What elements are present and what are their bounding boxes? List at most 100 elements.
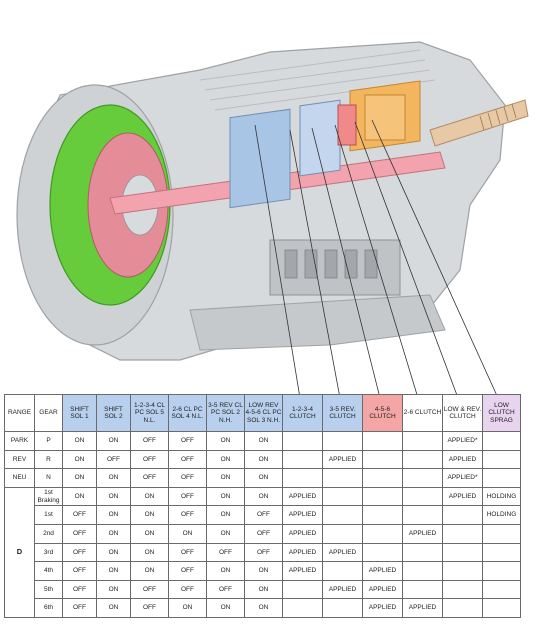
cell-low-rev-456-cl-pc-sol: ON [244,579,283,600]
cell-gear: 1st Braking [34,486,63,507]
case-ribs [199,49,436,111]
cell-1234-clutch: APPLIED [282,486,323,507]
cell-456-clutch [362,449,403,470]
cell-gear: P [34,431,63,451]
cell-range: PARK [4,431,35,451]
cell-1234-cl-pc-sol: ON [130,561,169,581]
cell-1234-cl-pc-sol: OFF [130,598,169,618]
cell-low-rev-456-cl-pc-sol: ON [244,468,283,488]
cell-shift-sol-2: ON [96,505,131,525]
cell-low-rev-456-cl-pc-sol: OFF [244,542,283,563]
cell-low-clutch-sprag [482,579,521,600]
cell-shift-sol-1: OFF [62,598,97,618]
cell-26-clutch: APPLIED [402,598,443,618]
cell-low-rev-clutch [442,579,483,600]
cell-35-rev-clutch [322,486,363,507]
cell-low-clutch-sprag [482,523,521,544]
cell-26-clutch [402,486,443,507]
cell-low-clutch-sprag [482,561,521,581]
cell-26-clutch [402,505,443,525]
cell-456-clutch [362,431,403,451]
cell-low-rev-clutch: APPLIED* [442,431,483,451]
cell-1234-clutch: APPLIED [282,542,323,563]
cell-456-clutch: APPLIED [362,598,403,618]
cell-35-rev-clutch [322,598,363,618]
cell-26-cl-pc-sol: OFF [168,486,207,507]
cell-low-clutch-sprag [482,542,521,563]
cell-1234-clutch: APPLIED [282,561,323,581]
cell-456-clutch [362,523,403,544]
cell-shift-sol-2: ON [96,486,131,507]
cell-low-clutch-sprag [482,468,521,488]
cell-1234-cl-pc-sol: ON [130,486,169,507]
cell-shift-sol-1: ON [62,468,97,488]
cell-low-rev-clutch: APPLIED [442,449,483,470]
cell-1234-clutch [282,449,323,470]
cell-gear: N [34,468,63,488]
cell-35-rev-cl-pc-sol: ON [206,561,245,581]
header-35-rev-cl-pc-sol: 3-5 REV CL PC SOL 2 N.H. [206,394,245,432]
cell-low-rev-clutch [442,598,483,618]
cell-gear: 3rd [34,542,63,563]
cell-456-clutch [362,486,403,507]
header-26-clutch: 2-6 CLUTCH [402,394,443,432]
cell-456-clutch [362,468,403,488]
cell-35-rev-clutch [322,523,363,544]
cell-shift-sol-1: ON [62,449,97,470]
cell-35-rev-cl-pc-sol: ON [206,505,245,525]
planetary-gearset-rear [364,94,406,141]
cell-shift-sol-1: OFF [62,505,97,525]
cell-gear: R [34,449,63,470]
clutch-application-chart: RANGE GEAR SHIFT SOL 1 SHIFT SOL 2 1-2-3… [4,394,521,618]
cell-35-rev-clutch: APPLIED [322,542,363,563]
cell-low-rev-456-cl-pc-sol: ON [244,561,283,581]
header-low-rev-clutch: LOW & REV. CLUTCH [442,394,483,432]
cell-shift-sol-1: OFF [62,523,97,544]
cell-gear: 4th [34,561,63,581]
header-low-rev-456-cl-pc-sol: LOW REV 4-5-6 CL PC SOL 3 N.H. [244,394,283,432]
cell-gear: 6th [34,598,63,618]
cell-35-rev-cl-pc-sol: ON [206,486,245,507]
cell-35-rev-cl-pc-sol: ON [206,431,245,451]
header-range: RANGE [4,394,35,432]
cell-26-cl-pc-sol: OFF [168,542,207,563]
cell-range: REV [4,449,35,470]
cell-26-clutch [402,449,443,470]
header-low-clutch-sprag: LOW CLUTCH SPRAG [482,394,521,432]
cell-35-rev-clutch [322,561,363,581]
cell-1234-clutch [282,598,323,618]
cell-shift-sol-2: ON [96,598,131,618]
cell-shift-sol-2: ON [96,431,131,451]
cell-1234-clutch: APPLIED [282,523,323,544]
cell-1234-cl-pc-sol: OFF [130,468,169,488]
cell-low-rev-clutch [442,561,483,581]
cell-26-cl-pc-sol: ON [168,598,207,618]
cell-456-clutch [362,505,403,525]
cell-35-rev-cl-pc-sol: ON [206,523,245,544]
clutch-pack-blue [229,108,291,209]
cell-low-clutch-sprag [482,598,521,618]
cell-26-cl-pc-sol: OFF [168,579,207,600]
cell-shift-sol-1: OFF [62,579,97,600]
cell-shift-sol-1: ON [62,431,97,451]
cell-26-clutch: APPLIED [402,523,443,544]
cell-low-rev-clutch [442,523,483,544]
cell-low-clutch-sprag: HOLDING [482,505,521,525]
cell-1234-cl-pc-sol: ON [130,542,169,563]
cell-26-clutch [402,579,443,600]
cell-35-rev-clutch: APPLIED [322,449,363,470]
cell-26-cl-pc-sol: OFF [168,431,207,451]
cell-shift-sol-1: OFF [62,561,97,581]
cell-26-cl-pc-sol: OFF [168,505,207,525]
cell-low-rev-456-cl-pc-sol: OFF [244,505,283,525]
clutch-pack-blue-2 [299,99,341,177]
cell-1234-cl-pc-sol: ON [130,505,169,525]
cell-low-rev-clutch: APPLIED [442,486,483,507]
cell-range: D [4,486,35,618]
